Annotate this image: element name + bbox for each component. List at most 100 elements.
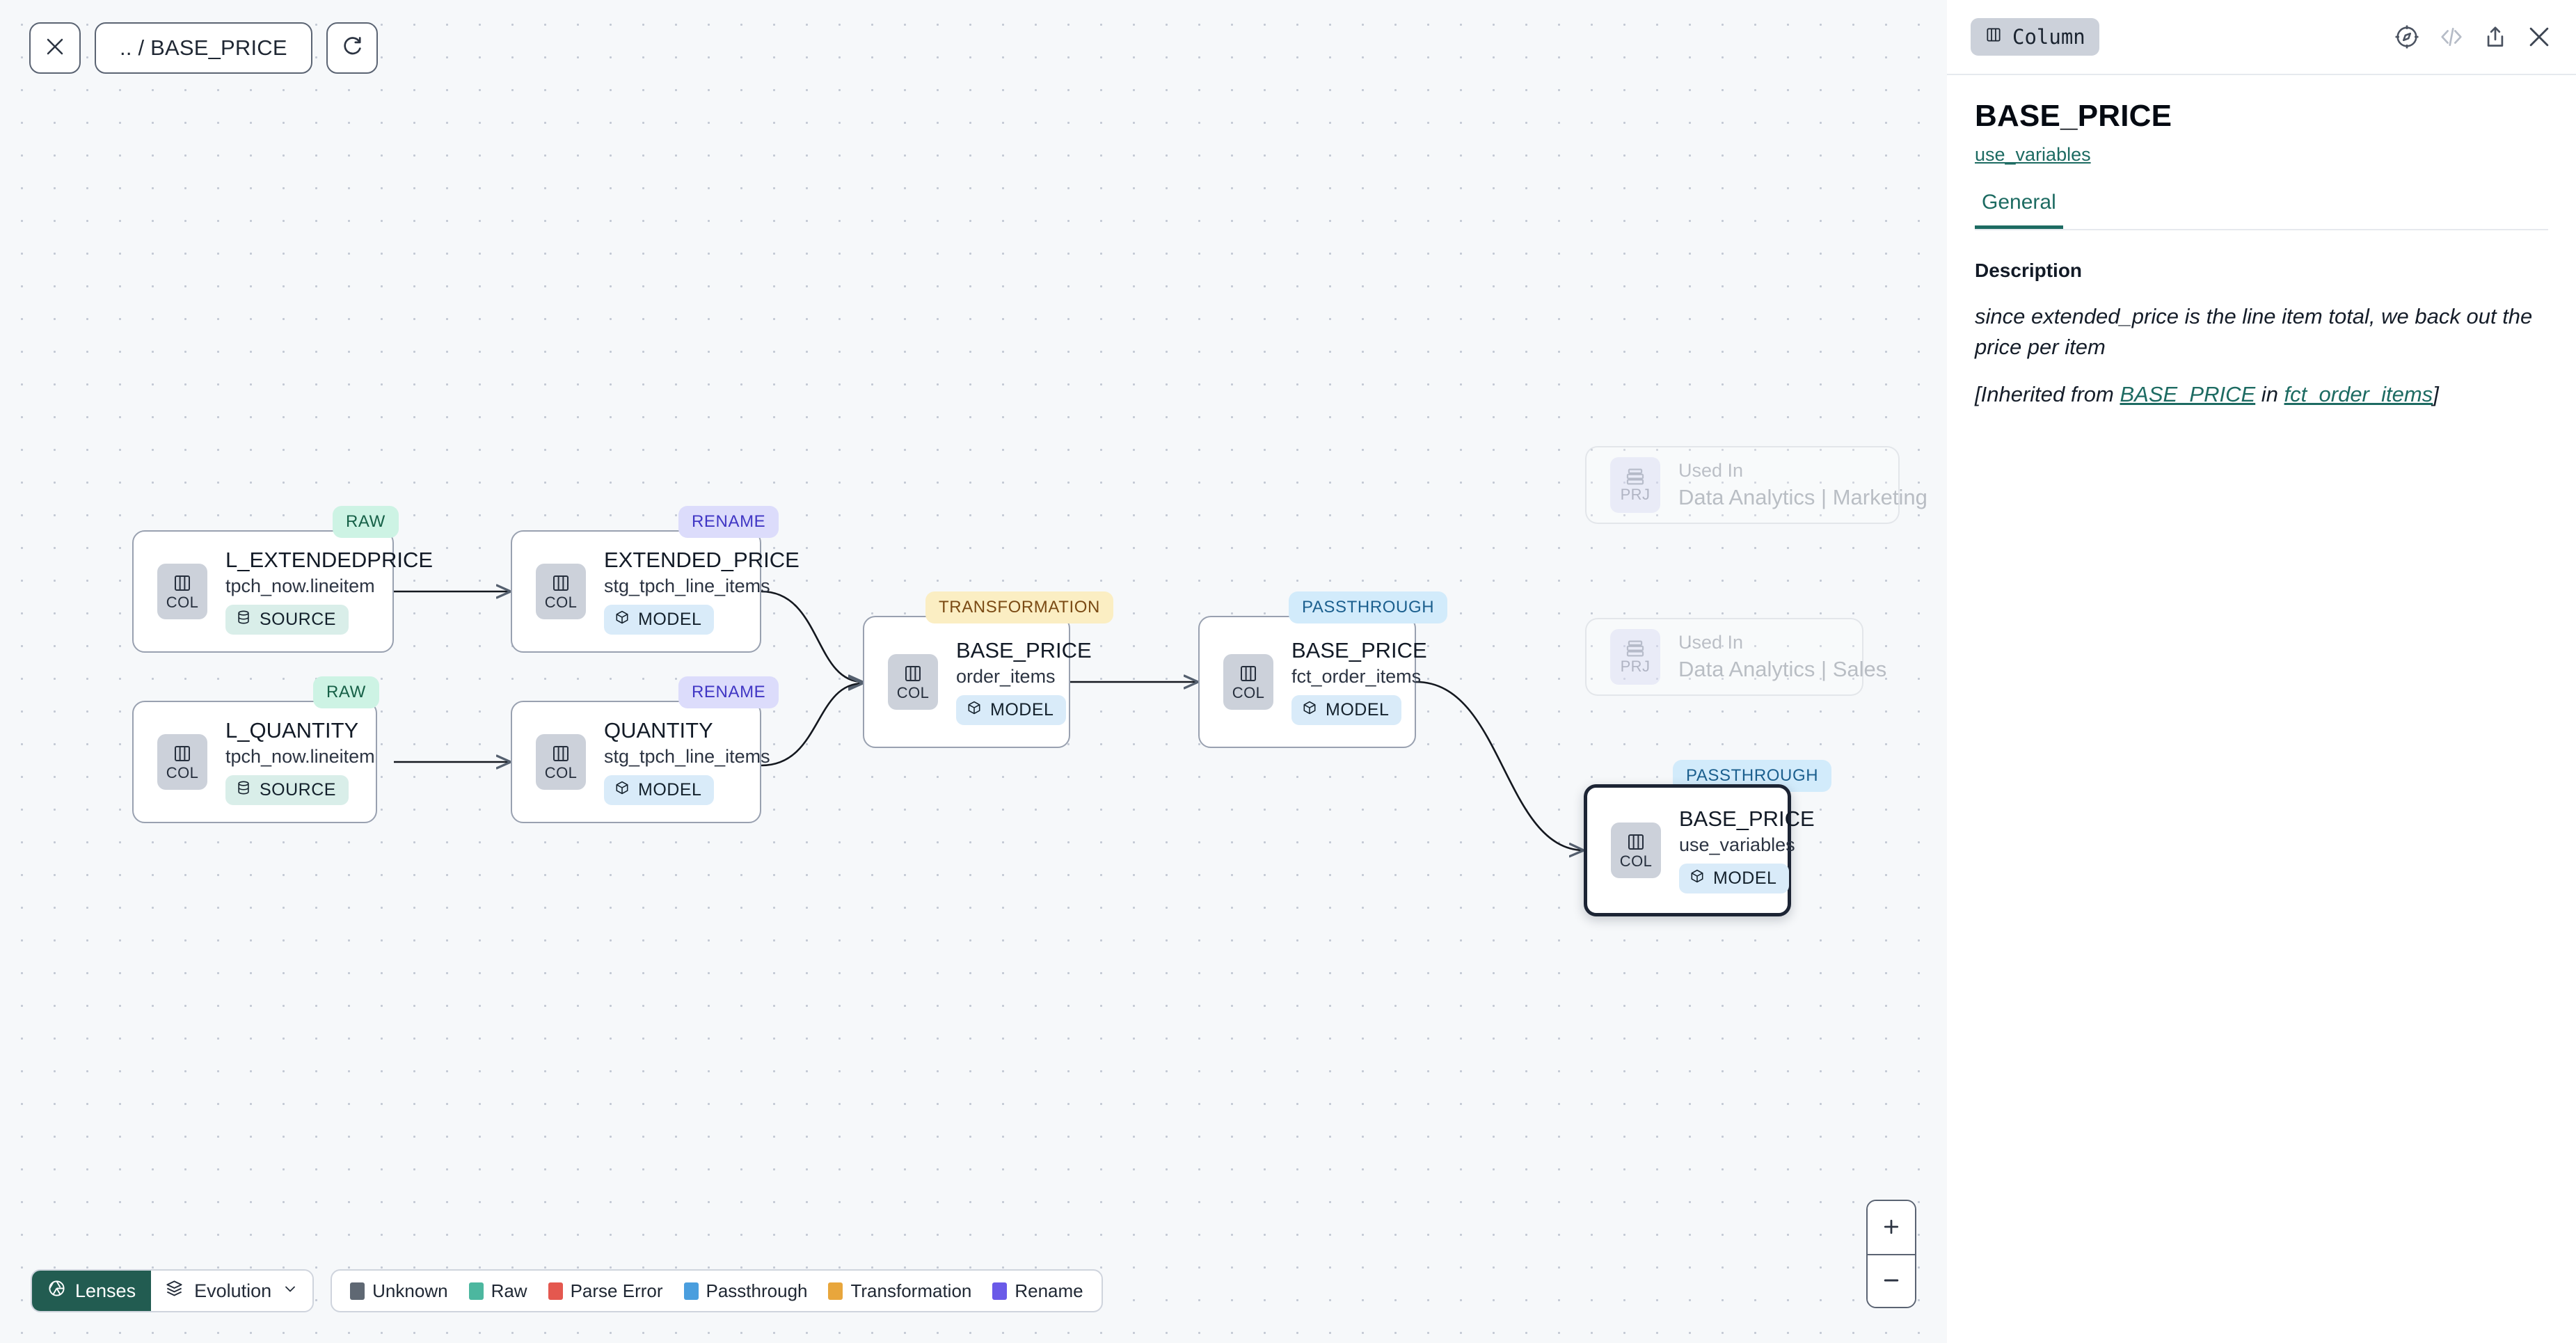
legend-swatch: [828, 1282, 843, 1300]
node-chip-source: SOURCE: [225, 775, 349, 806]
prj-badge: PRJ: [1610, 629, 1660, 685]
lenses-button[interactable]: Lenses: [32, 1271, 152, 1311]
used-in-card-marketing[interactable]: PRJ Used In Data Analytics | Marketing: [1585, 446, 1927, 524]
col-badge: COL: [1223, 654, 1273, 710]
node-chip-label: MODEL: [638, 780, 702, 800]
details-panel: Column BASE_PRICE use_variables: [1947, 0, 2576, 1343]
col-badge: COL: [536, 734, 586, 790]
canvas-toolbar: .. / BASE_PRICE: [29, 22, 378, 74]
prj-badge-label: PRJ: [1620, 658, 1651, 675]
panel-header-actions: [2394, 24, 2552, 50]
node-chip-model: MODEL: [604, 605, 715, 635]
inherited-note: [Inherited from BASE_PRICE in fct_order_…: [1975, 379, 2548, 410]
chevron-down-icon: [282, 1280, 299, 1302]
layers-icon: [165, 1279, 184, 1303]
col-badge-label: COL: [1232, 684, 1265, 701]
legend-label: Parse Error: [570, 1280, 663, 1301]
node-l-quantity[interactable]: COL L_QUANTITY tpch_now.lineitem SOURCE: [132, 701, 377, 823]
node-title: L_EXTENDEDPRICE: [225, 547, 434, 572]
cube-icon: [1302, 700, 1317, 720]
cube-icon: [967, 700, 982, 720]
node-chip-label: MODEL: [638, 610, 702, 630]
col-badge-label: COL: [166, 764, 199, 781]
entity-kind-pill: Column: [1971, 18, 2099, 56]
col-badge-label: COL: [544, 594, 578, 611]
node-tag-raw: RAW: [313, 676, 379, 708]
inherited-column-link[interactable]: BASE_PRICE: [2120, 381, 2256, 406]
share-icon[interactable]: [2483, 24, 2508, 49]
legend-item-raw[interactable]: Raw: [468, 1280, 527, 1302]
parent-model-link[interactable]: use_variables: [1975, 143, 2091, 165]
legend-label: Unknown: [372, 1280, 448, 1301]
node-chip-label: MODEL: [1326, 700, 1390, 720]
node-title: L_QUANTITY: [225, 717, 359, 742]
node-tag-transformation: TRANSFORMATION: [925, 591, 1113, 623]
breadcrumb[interactable]: .. / BASE_PRICE: [95, 22, 312, 74]
lenses-label: Lenses: [75, 1280, 136, 1301]
zoom-in-button[interactable]: [1868, 1201, 1915, 1254]
legend-label: Transformation: [850, 1280, 972, 1301]
node-subtitle: tpch_now.lineitem: [225, 575, 375, 597]
details-tabs: General: [1975, 191, 2548, 230]
tab-general[interactable]: General: [1975, 191, 2063, 229]
page-title: BASE_PRICE: [1975, 99, 2172, 133]
lineage-canvas[interactable]: .. / BASE_PRICE PRJ Used In Data Analyti…: [0, 0, 1947, 1343]
legend-swatch: [548, 1282, 563, 1300]
evolution-dropdown[interactable]: Evolution: [151, 1271, 313, 1311]
node-chip-label: MODEL: [1713, 868, 1777, 889]
database-icon: [236, 610, 251, 630]
node-title: BASE_PRICE: [956, 637, 1092, 662]
node-extended-price[interactable]: COL EXTENDED_PRICE stg_tpch_line_items M…: [511, 530, 800, 653]
description-block: since extended_price is the line item to…: [1975, 301, 2548, 410]
lens-group: Lenses Evolution: [31, 1269, 315, 1312]
node-tag-rename: RENAME: [678, 676, 779, 708]
refresh-button[interactable]: [326, 22, 378, 74]
col-badge: COL: [1611, 823, 1661, 878]
inherited-suffix: ]: [2433, 381, 2439, 406]
details-panel-header: Column: [1947, 0, 2576, 75]
plus-icon: [1881, 1216, 1902, 1239]
node-subtitle: stg_tpch_line_items: [604, 746, 770, 768]
legend-item-passthrough[interactable]: Passthrough: [683, 1280, 807, 1302]
col-badge-label: COL: [896, 684, 930, 701]
inherited-prefix: [Inherited from: [1975, 381, 2120, 406]
node-chip-label: SOURCE: [260, 780, 336, 800]
compass-icon[interactable]: [2394, 24, 2420, 50]
col-badge-label: COL: [544, 764, 578, 781]
inherited-model-link[interactable]: fct_order_items: [2284, 381, 2433, 406]
legend-item-transformation[interactable]: Transformation: [828, 1280, 971, 1302]
used-in-card-sales[interactable]: PRJ Used In Data Analytics | Sales: [1585, 618, 1886, 696]
node-chip-label: SOURCE: [260, 610, 336, 630]
close-icon[interactable]: [2526, 24, 2552, 50]
node-chip-model: MODEL: [604, 775, 715, 806]
close-icon: [45, 36, 65, 61]
zoom-out-button[interactable]: [1868, 1254, 1915, 1307]
close-button[interactable]: [29, 22, 81, 74]
node-tag-raw: RAW: [333, 506, 399, 538]
node-base-price-order-items[interactable]: COL BASE_PRICE order_items MODEL: [863, 616, 1092, 748]
node-subtitle: stg_tpch_line_items: [604, 575, 770, 597]
node-quantity[interactable]: COL QUANTITY stg_tpch_line_items MODEL: [511, 701, 770, 823]
node-base-price-use-variables[interactable]: COL BASE_PRICE use_variables MODEL: [1584, 784, 1815, 916]
cube-icon: [614, 780, 630, 800]
legend-item-rename[interactable]: Rename: [992, 1280, 1083, 1302]
node-subtitle: fct_order_items: [1291, 666, 1422, 688]
details-panel-body: BASE_PRICE use_variables General Descrip…: [1947, 75, 2576, 1343]
legend-item-parse-error[interactable]: Parse Error: [548, 1280, 663, 1302]
col-badge-label: COL: [166, 594, 199, 611]
cube-icon: [1689, 868, 1705, 889]
code-icon[interactable]: [2438, 24, 2465, 50]
node-l-extendedprice[interactable]: COL L_EXTENDEDPRICE tpch_now.lineitem SO…: [132, 530, 433, 653]
legend-item-unknown[interactable]: Unknown: [350, 1280, 448, 1302]
node-chip-model: MODEL: [956, 695, 1067, 726]
legend-swatch: [992, 1282, 1008, 1300]
node-title: EXTENDED_PRICE: [604, 547, 800, 572]
inherited-mid: in: [2255, 381, 2284, 406]
col-badge: COL: [536, 564, 586, 619]
node-title: QUANTITY: [604, 717, 713, 742]
legend-label: Raw: [491, 1280, 527, 1301]
node-base-price-fct-order-items[interactable]: COL BASE_PRICE fct_order_items MODEL: [1198, 616, 1427, 748]
zoom-controls: [1866, 1200, 1916, 1308]
canvas-bottom-bar: Lenses Evolution Unknown: [31, 1269, 1103, 1312]
node-subtitle: order_items: [956, 666, 1056, 688]
